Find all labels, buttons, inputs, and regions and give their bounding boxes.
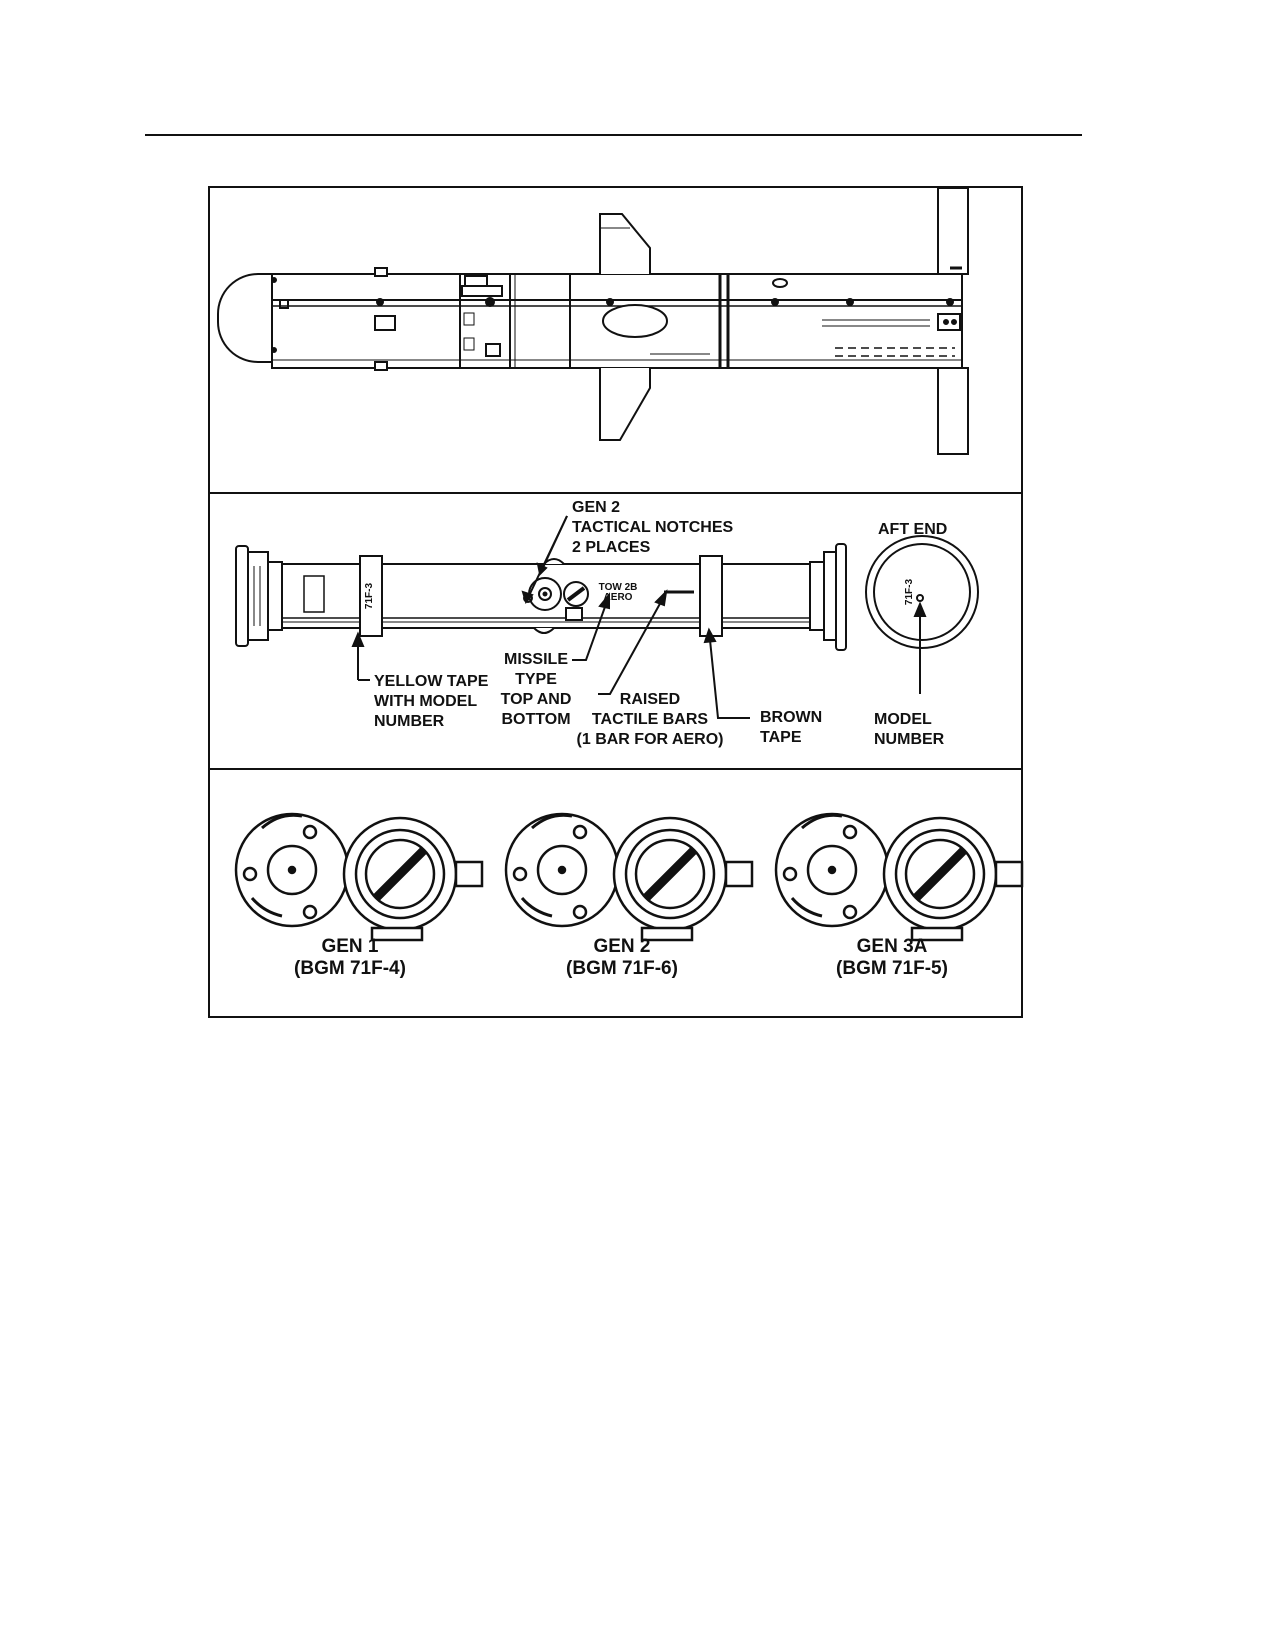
svg-text:BROWN: BROWN [760, 709, 822, 726]
svg-text:TACTILE BARS: TACTILE BARS [592, 711, 708, 728]
generation-comparison-panel: GEN 1 (BGM 71F-4) GEN 2 (BGM 71F-6) GEN … [210, 770, 1021, 1016]
svg-text:(1 BAR FOR AERO): (1 BAR FOR AERO) [577, 731, 724, 748]
gen1-model: (BGM 71F-4) [294, 958, 406, 979]
svg-text:NUMBER: NUMBER [374, 713, 445, 730]
model-number-callout: MODEL NUMBER [874, 711, 945, 748]
aft-end-title: AFT END [878, 521, 947, 538]
launch-tube-drawing: 71F-3 71F-3 TOW 2B AERO GEN 2 TACTICAL N… [235, 499, 979, 748]
svg-text:MISSILE: MISSILE [504, 651, 568, 668]
yellow-tape-callout: YELLOW TAPE WITH MODEL NUMBER [374, 673, 489, 730]
svg-text:WITH MODEL: WITH MODEL [374, 693, 477, 710]
svg-text:TAPE: TAPE [760, 729, 802, 746]
gen1-name: GEN 1 [321, 936, 378, 957]
brown-tape-callout: BROWN TAPE [760, 709, 822, 746]
svg-text:NUMBER: NUMBER [874, 731, 945, 748]
notches-callout: GEN 2 TACTICAL NOTCHES 2 PLACES [572, 499, 734, 556]
missile-side-view-panel [210, 187, 1021, 494]
svg-text:GEN 2: GEN 2 [572, 499, 620, 516]
tow-2b-label: TOW 2B [599, 582, 638, 593]
svg-text:YELLOW TAPE: YELLOW TAPE [374, 673, 489, 690]
gen1-connector [236, 814, 482, 940]
tow-missile-identification-figure: 71F-3 71F-3 TOW 2B AERO GEN 2 TACTICAL N… [208, 186, 1023, 1018]
aft-connector-comparison-drawing: GEN 1 (BGM 71F-4) GEN 2 (BGM 71F-6) GEN … [210, 770, 1022, 979]
gen2-model: (BGM 71F-6) [566, 958, 678, 979]
svg-text:BOTTOM: BOTTOM [501, 711, 570, 728]
svg-text:TACTICAL NOTCHES: TACTICAL NOTCHES [572, 519, 734, 536]
svg-text:2 PLACES: 2 PLACES [572, 539, 651, 556]
aero-label: AERO [604, 592, 633, 603]
header-rule [145, 134, 1082, 136]
missile-type-callout: MISSILE TYPE TOP AND BOTTOM [501, 651, 572, 728]
missile-side-view-drawing [217, 187, 969, 455]
svg-text:TOP AND: TOP AND [501, 691, 572, 708]
gen3a-connector [776, 814, 1022, 940]
svg-text:RAISED: RAISED [620, 691, 680, 708]
launch-tube-panel: 71F-3 71F-3 TOW 2B AERO GEN 2 TACTICAL N… [210, 494, 1021, 770]
svg-text:MODEL: MODEL [874, 711, 932, 728]
tactile-bars-callout: RAISED TACTILE BARS (1 BAR FOR AERO) [577, 691, 724, 748]
svg-text:TYPE: TYPE [515, 671, 557, 688]
gen3a-model: (BGM 71F-5) [836, 958, 948, 979]
gen2-connector [506, 814, 752, 940]
gen2-name: GEN 2 [593, 936, 650, 957]
tape-model-number-text: 71F-3 [364, 583, 375, 610]
gen3a-name: GEN 3A [857, 936, 928, 957]
aft-model-number-text: 71F-3 [904, 579, 915, 606]
